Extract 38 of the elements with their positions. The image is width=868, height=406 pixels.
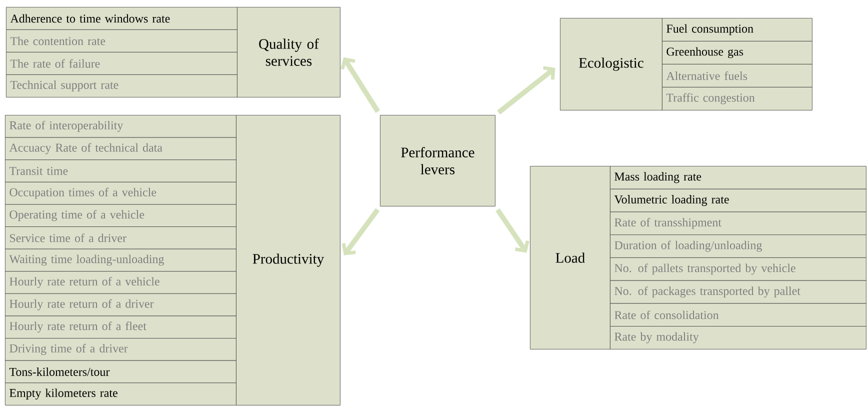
metric-cell: Tons-kilometers/tour	[5, 360, 236, 384]
metric-cell: Hourly rate return of a driver	[5, 293, 236, 316]
metric-cell: Volumetric loading rate	[610, 188, 866, 212]
metric-cell: Operating time of a vehicle	[5, 204, 236, 227]
metric-cell: Adherence to time windows rate	[6, 7, 238, 30]
category-box: Quality of services	[237, 7, 340, 98]
metric-cell: Technical support rate	[6, 74, 238, 98]
metric-cell: No. of pallets transported by vehicle	[610, 258, 866, 281]
arrow	[497, 66, 556, 114]
metric-cell: The contention rate	[6, 30, 238, 52]
metric-cell: Empty kilometers rate	[5, 382, 236, 406]
category-box: Ecologistic	[560, 18, 662, 110]
metric-cell: No. of packages transported by pallet	[610, 280, 866, 304]
metric-cell: Rate of consolidation	[610, 303, 866, 327]
metric-cell: Alternative fuels	[662, 64, 812, 88]
metric-cell: Accuacy Rate of technical data	[5, 137, 236, 160]
metric-cell: Hourly rate return of a vehicle	[5, 271, 236, 294]
metric-cell: Mass loading rate	[610, 166, 866, 190]
metric-cell: Transit time	[5, 160, 236, 182]
arrow	[340, 57, 380, 113]
category-box: Productivity	[236, 115, 340, 406]
metric-cell: Rate by modality	[610, 326, 866, 350]
category-box: Load	[530, 166, 610, 350]
arrow	[496, 208, 530, 253]
metric-cell: Rate of interoperability	[5, 115, 236, 138]
metric-cell: Waiting time loading-unloading	[5, 248, 236, 272]
metric-cell: Occupation times of a vehicle	[5, 182, 236, 205]
metric-cell: Duration of loading/unloading	[610, 234, 866, 258]
metric-cell: Rate of transshipment	[610, 212, 866, 236]
metric-cell: Service time of a driver	[5, 226, 236, 250]
metric-cell: Fuel consumption	[662, 18, 812, 42]
metric-cell: Hourly rate return of a fleet	[5, 316, 236, 338]
metric-cell: Traffic congestion	[662, 87, 812, 110]
metric-cell: The rate of failure	[6, 52, 238, 75]
arrow	[342, 208, 380, 256]
metric-cell: Greenhouse gas	[662, 41, 812, 64]
center-box: Performance levers	[380, 115, 496, 206]
metric-cell: Driving time of a driver	[5, 338, 236, 361]
